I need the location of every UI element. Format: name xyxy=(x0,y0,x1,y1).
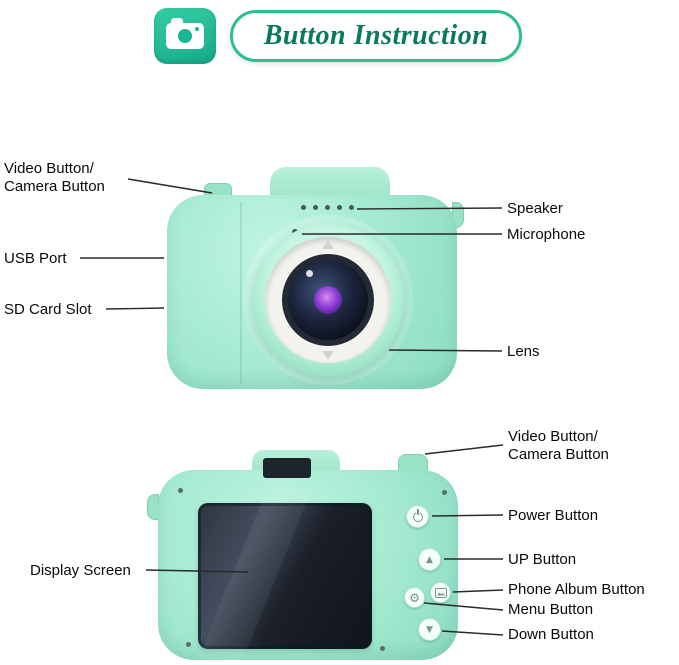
display-screen-illustration xyxy=(198,503,372,649)
power-icon xyxy=(412,511,423,522)
camera-icon-body xyxy=(166,18,204,49)
label-power-button: Power Button xyxy=(508,507,599,524)
title-banner: Button Instruction xyxy=(230,10,522,62)
up-arrow-icon: ▲ xyxy=(426,554,433,565)
camera-icon-lens xyxy=(178,29,192,43)
pointer-line xyxy=(424,444,504,455)
label-video-camera-button-front: Video Button/ Camera Button xyxy=(4,160,105,195)
power-button-illustration xyxy=(406,505,429,528)
camera-icon-flash-dot xyxy=(195,27,199,31)
screw-dot xyxy=(442,490,447,495)
lens-ring-mark-bottom xyxy=(322,351,334,359)
up-button-illustration: ▲ xyxy=(418,548,441,571)
page-title: Button Instruction xyxy=(263,20,489,51)
label-down-button: Down Button xyxy=(508,626,594,643)
lens-highlight xyxy=(306,270,313,277)
label-phone-album-button: Phone Album Button xyxy=(508,581,645,598)
gear-icon: ⚙ xyxy=(409,590,420,605)
label-lens: Lens xyxy=(507,343,540,360)
label-display-screen: Display Screen xyxy=(30,562,131,579)
label-speaker: Speaker xyxy=(507,200,563,217)
screw-dot xyxy=(186,642,191,647)
viewfinder-window xyxy=(263,458,311,478)
speaker-holes xyxy=(301,205,354,210)
label-menu-button: Menu Button xyxy=(508,601,594,618)
label-up-button: UP Button xyxy=(508,551,577,568)
lens-ring-mark-top xyxy=(322,241,334,249)
down-button-illustration: ▼ xyxy=(418,618,441,641)
label-usb-port: USB Port xyxy=(4,250,67,267)
lens-core xyxy=(314,286,342,314)
label-video-camera-button-back: Video Button/ Camera Button xyxy=(508,428,609,463)
label-microphone: Microphone xyxy=(507,226,586,243)
menu-button-illustration: ⚙ xyxy=(404,587,425,608)
front-body-seam xyxy=(240,202,242,384)
down-arrow-icon: ▼ xyxy=(426,624,433,635)
pointer-line xyxy=(127,178,213,194)
label-sd-card-slot: SD Card Slot xyxy=(4,301,92,318)
screw-dot xyxy=(178,488,183,493)
pointer-line xyxy=(452,589,504,593)
album-button-illustration xyxy=(430,582,451,603)
pointer-line xyxy=(105,307,165,310)
camera-icon xyxy=(154,8,216,64)
photo-album-icon xyxy=(434,587,447,598)
screw-dot xyxy=(380,646,385,651)
